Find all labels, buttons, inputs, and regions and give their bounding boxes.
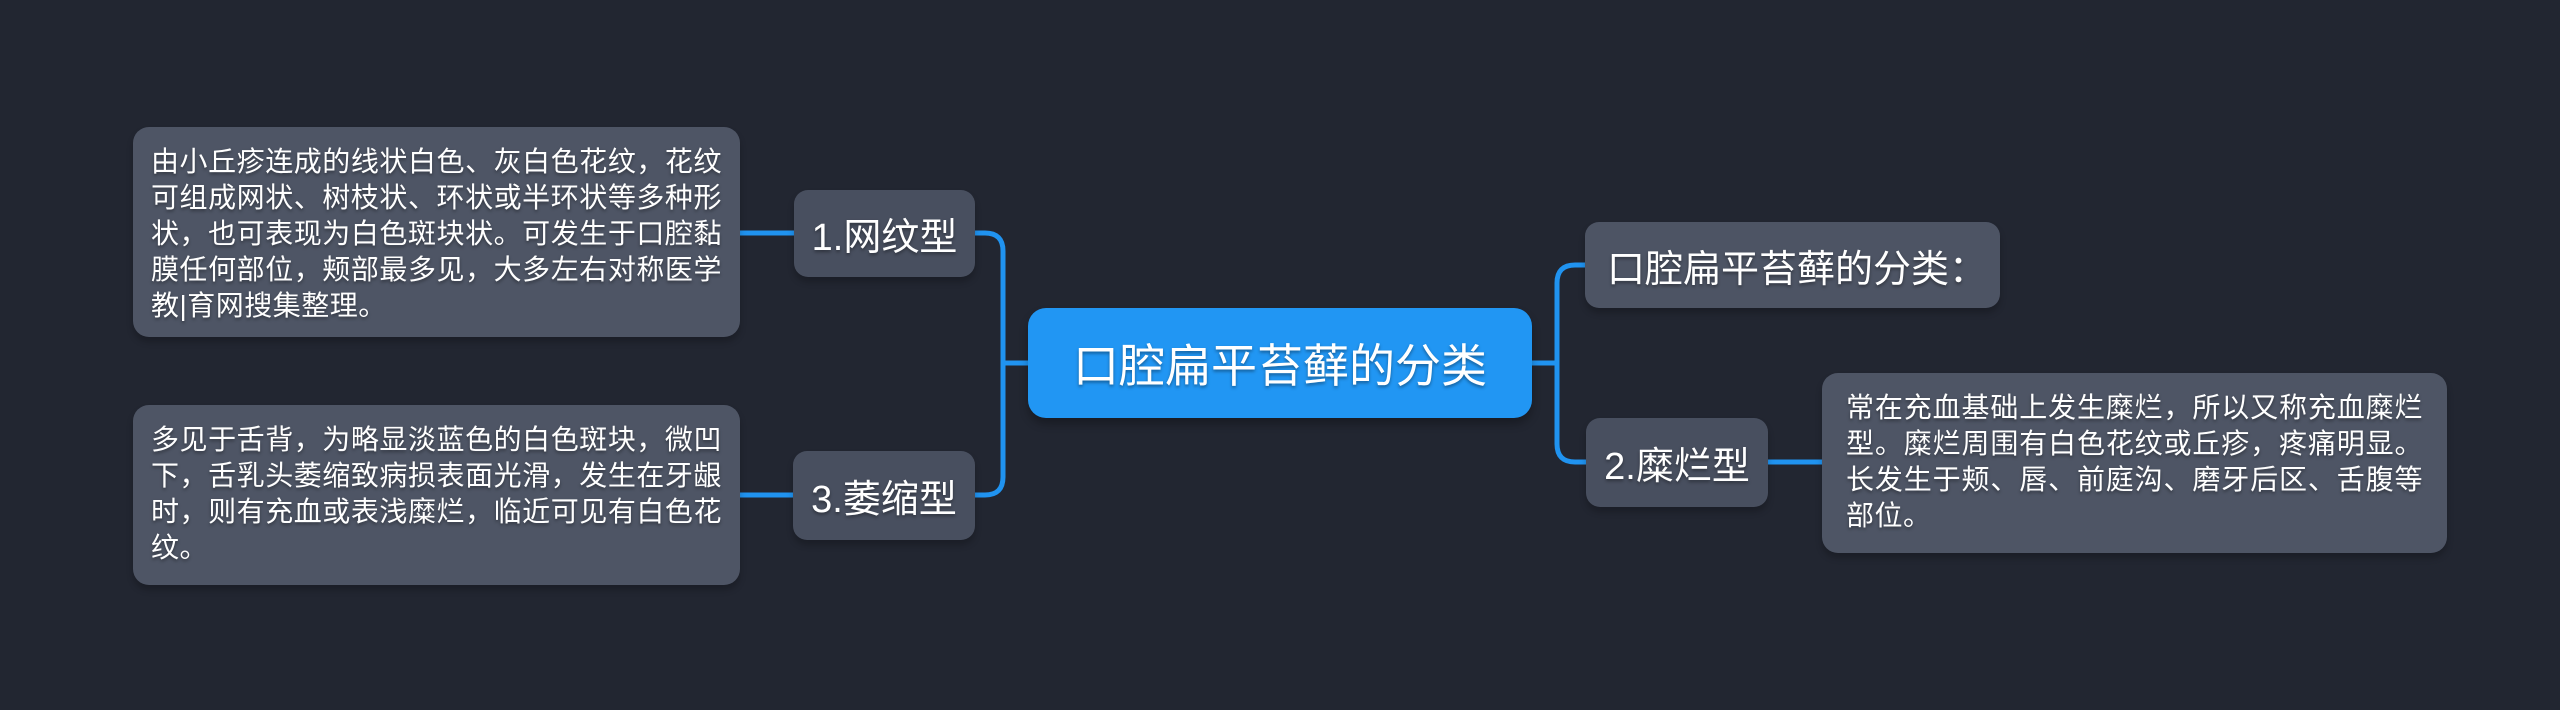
edge-right-bracket [1554,262,1586,465]
classification-note-node[interactable]: 口腔扁平苔藓的分类： [1585,222,2000,308]
reticular-description-node[interactable]: 由小丘疹连成的线状白色、灰白色花纹，花纹可组成网状、树枝状、环状或半环状等多种形… [133,127,740,337]
atrophic-type-node[interactable]: 3.萎缩型 [793,451,975,540]
edge-left-bracket [975,230,1006,498]
erosive-type-node[interactable]: 2.糜烂型 [1586,418,1768,507]
atrophic-description-node[interactable]: 多见于舌背，为略显淡蓝色的白色斑块，微凹下，舌乳头萎缩致病损表面光滑，发生在牙龈… [133,405,740,585]
root-topic-node[interactable]: 口腔扁平苔藓的分类 [1028,308,1532,418]
erosive-description-node[interactable]: 常在充血基础上发生糜烂，所以又称充血糜烂型。糜烂周围有白色花纹或丘疹，疼痛明显。… [1822,373,2447,553]
reticular-type-node[interactable]: 1.网纹型 [794,190,975,277]
